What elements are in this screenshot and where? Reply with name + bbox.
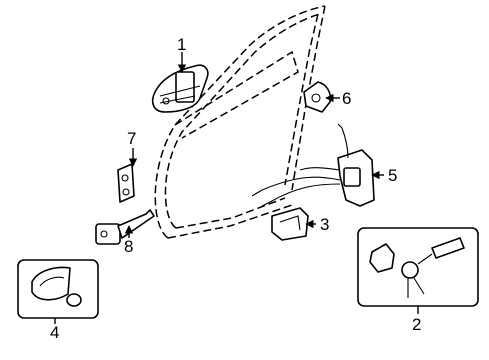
leader-lines (54, 52, 419, 324)
outside-handle-part (17, 259, 99, 319)
callout-2: 2 (412, 315, 421, 334)
callout-6: 6 (342, 89, 351, 108)
callout-5: 5 (388, 166, 397, 185)
door-latch-part (251, 123, 375, 207)
inside-handle-part (151, 64, 209, 113)
hinge-bracket-part (117, 163, 135, 203)
lock-cylinder-set-part (357, 227, 479, 307)
callout-3: 3 (320, 215, 329, 234)
callout-4: 4 (50, 323, 59, 342)
bracket-part (303, 81, 332, 113)
latch-cover-part (271, 207, 309, 241)
callout-8: 8 (124, 237, 133, 256)
door-outline (154, 5, 326, 239)
callout-7: 7 (127, 129, 136, 148)
callout-1: 1 (177, 35, 186, 54)
